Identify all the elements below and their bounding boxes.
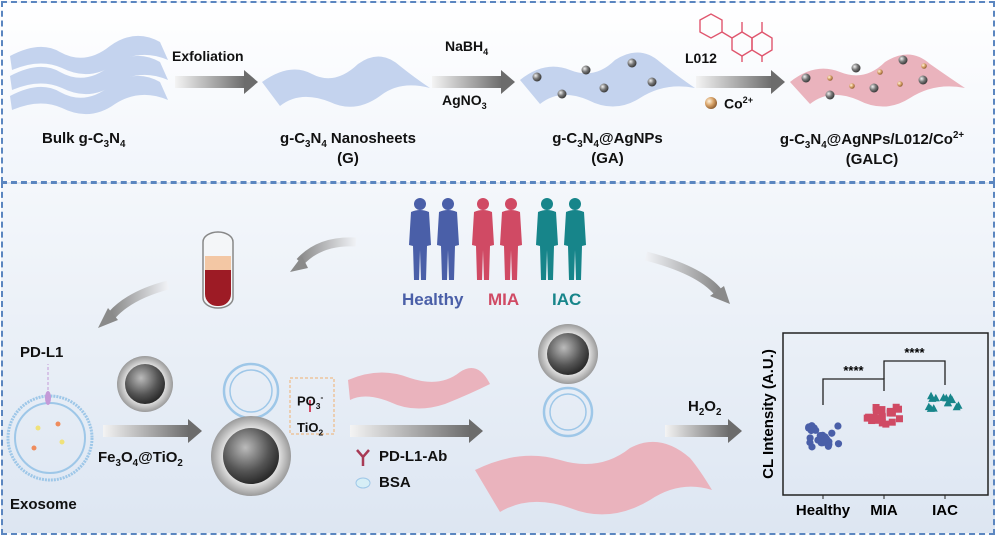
interface-bottom-label: TiO2 (297, 420, 324, 438)
person-silhouette-icon (409, 198, 431, 280)
data-point-healthy (810, 424, 818, 432)
ga-sheet-icon (520, 52, 695, 107)
data-point-mia (878, 419, 886, 427)
data-point-mia (886, 407, 894, 415)
agno3-label: AgNO3 (442, 92, 487, 111)
legend-antibody-label: PD-L1-Ab (379, 448, 448, 465)
antibody-icon (356, 449, 370, 466)
cobalt-ion-icon (705, 97, 717, 109)
bulk-gc3n4-icon (10, 35, 168, 115)
people-silhouettes (409, 198, 586, 280)
detection-arrow (665, 419, 742, 443)
data-point-mia (888, 418, 896, 426)
data-point-mia (878, 406, 886, 414)
people-to-blood-arrow (296, 237, 357, 266)
group-label-iac: IAC (552, 290, 582, 309)
l012-label: L012 (685, 50, 717, 66)
exosome-label: Exosome (10, 496, 77, 513)
data-point-healthy (808, 443, 816, 451)
person-silhouette-icon (536, 198, 558, 280)
x-tick-label: IAC (932, 502, 958, 519)
data-point-mia (895, 405, 903, 413)
ga-label: g-C3N4@AgNPs(GA) (552, 130, 663, 167)
legend-bsa-label: BSA (379, 474, 411, 491)
cobalt-label: Co2+ (724, 95, 754, 112)
capture-arrow (103, 419, 202, 443)
data-point-mia (878, 413, 886, 421)
ab-sheet-icon (348, 368, 490, 409)
person-silhouette-icon (437, 198, 459, 280)
significance-bracket (883, 360, 946, 385)
data-point-mia (874, 414, 882, 422)
data-point-healthy (834, 422, 842, 430)
interface-top-label: PO3- (297, 392, 324, 411)
people-to-chart-arrow (644, 251, 722, 295)
pd-l1-label: PD-L1 (20, 344, 64, 361)
nabh4-label: NaBH4 (445, 38, 489, 57)
x-tick-label: Healthy (796, 502, 851, 519)
reduction-arrow (432, 70, 515, 94)
capture-reagent-label: Fe3O4@TiO2 (98, 449, 183, 469)
person-silhouette-icon (564, 198, 586, 280)
data-point-healthy (805, 423, 813, 431)
data-point-iac (931, 393, 940, 402)
person-silhouette-icon (500, 198, 522, 280)
data-point-healthy (828, 429, 836, 437)
data-point-mia (863, 414, 871, 422)
data-point-mia (882, 420, 890, 428)
significance-bracket (822, 378, 885, 405)
sensor-sheet-icon (475, 324, 712, 515)
data-point-healthy (806, 434, 814, 442)
significance-label: **** (843, 363, 864, 378)
exosome-icon (6, 364, 94, 482)
group-label-mia: MIA (488, 290, 520, 309)
blood-tube-icon (202, 231, 234, 309)
data-point-iac (943, 398, 952, 407)
data-point-mia (895, 415, 903, 423)
galc-sheet-icon (790, 54, 965, 107)
captured-exosome-icon (211, 362, 335, 496)
nanosheet-icon (262, 56, 430, 107)
cl-intensity-chart: Healthy MIA IAC CL Intensity (A.U.) **** **** (760, 332, 989, 519)
data-point-healthy (822, 435, 831, 443)
data-point-mia (870, 414, 878, 422)
data-point-healthy (834, 440, 843, 448)
significance-label: **** (904, 345, 925, 360)
data-point-iac (952, 402, 961, 411)
data-point-iac (926, 404, 935, 412)
functionalization-arrow (696, 70, 785, 94)
h2o2-label: H2O2 (688, 398, 722, 418)
data-point-mia (872, 403, 880, 411)
chart-frame (782, 332, 989, 496)
incubation-arrow (350, 419, 483, 443)
exfoliation-arrow (175, 70, 258, 94)
person-silhouette-icon (472, 198, 494, 280)
data-point-iac (942, 393, 951, 402)
bsa-icon (355, 477, 371, 489)
magnetic-bead-icon (117, 356, 173, 412)
exfoliation-label: Exfoliation (172, 48, 244, 64)
x-tick-label: MIA (870, 502, 898, 519)
y-axis-label: CL Intensity (A.U.) (760, 349, 777, 479)
nanosheet-label: g-C3N4 Nanosheets(G) (280, 130, 416, 167)
galc-label: g-C3N4@AgNPs/L012/Co2+(GALC) (779, 130, 965, 168)
group-label-healthy: Healthy (402, 290, 464, 309)
l012-molecule-icon (699, 13, 773, 62)
blood-to-exosome-arrow (108, 280, 170, 319)
bulk-label: Bulk g-C3N4 (42, 130, 126, 150)
